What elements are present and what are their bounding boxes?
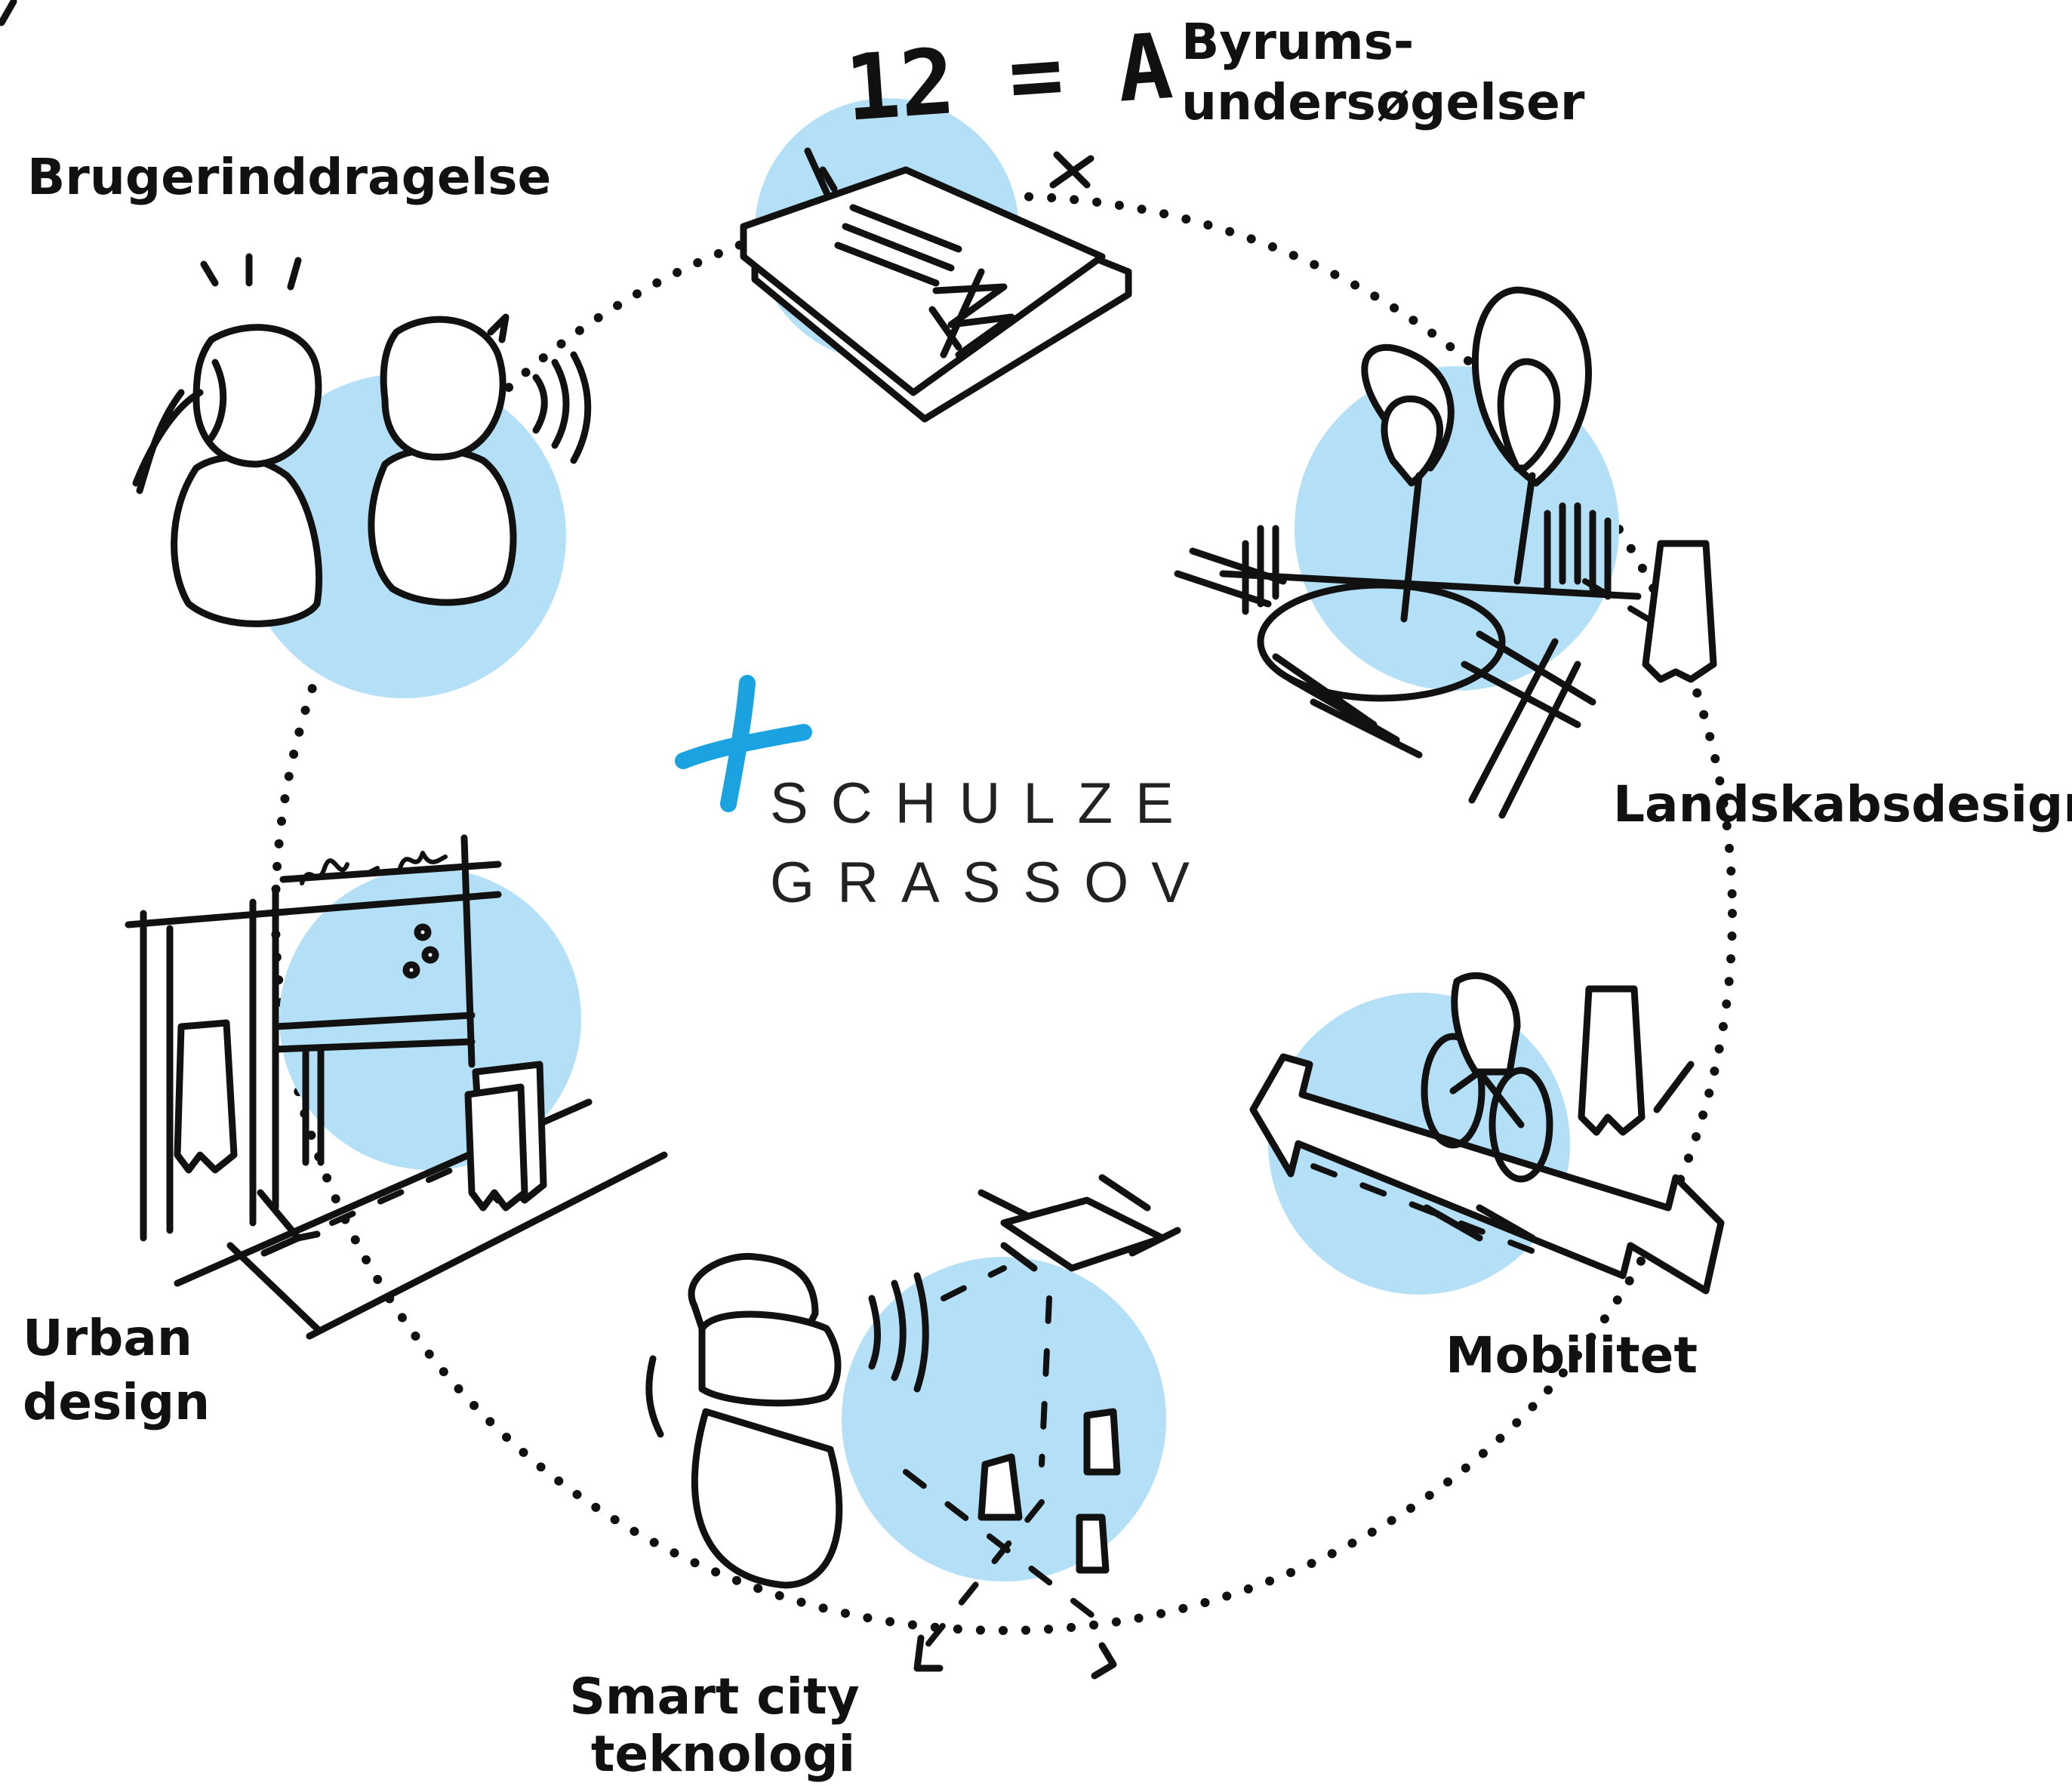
brand-plus-icon <box>675 675 812 812</box>
brand-line2: GRASSOV <box>770 851 1212 915</box>
landscape-trees-icon <box>1174 286 1717 819</box>
label-smartcity-line2: teknologi <box>591 1725 855 1782</box>
people-talking-icon <box>132 253 592 627</box>
label-bruger: Brugerinddragelse <box>27 148 551 206</box>
node-landskab: Landskabsdesign <box>1174 286 2072 833</box>
brand-logo: SCHULZE GRASSOV <box>675 675 1212 915</box>
label-smartcity: Smart city teknologi <box>569 1667 876 1782</box>
label-urban: Urban design <box>23 1309 210 1431</box>
blob-smartcity <box>842 1257 1166 1581</box>
node-bruger: Brugerinddragelse <box>27 148 592 698</box>
sketch-formula: 12 = A <box>842 14 1175 142</box>
label-landskab-line1: Landskabsdesign <box>1613 775 2072 833</box>
label-landskab: Landskabsdesign <box>1613 775 2072 833</box>
label-byrum-line1: Byrums- <box>1181 13 1414 71</box>
mobility-arrows-icon <box>1249 972 1725 1295</box>
label-smartcity-line1: Smart city <box>569 1667 859 1726</box>
node-smartcity: Smart city teknologi <box>569 1174 1181 1783</box>
label-byrum: Byrums- undersøgelser <box>1181 13 1585 131</box>
label-mobilitet: Mobilitet <box>1445 1326 1698 1384</box>
label-bruger-line1: Brugerinddragelse <box>27 148 551 206</box>
node-urban: Urban design <box>23 834 668 1431</box>
node-mobilitet: Mobilitet <box>1249 972 1725 1384</box>
node-byrum: 12 = A Byrums- undersøgelser <box>740 13 1585 423</box>
corner-mark <box>0 0 17 26</box>
drone-vr-icon <box>645 1174 1181 1680</box>
brand-line1: SCHULZE <box>770 771 1196 836</box>
label-mobilitet-line1: Mobilitet <box>1445 1326 1698 1384</box>
label-urban-line2: design <box>23 1373 210 1431</box>
label-byrum-line2: undersøgelser <box>1181 73 1585 131</box>
survey-clipboard-icon <box>740 147 1132 423</box>
label-urban-line1: Urban <box>23 1309 192 1367</box>
street-facade-icon <box>125 834 668 1340</box>
